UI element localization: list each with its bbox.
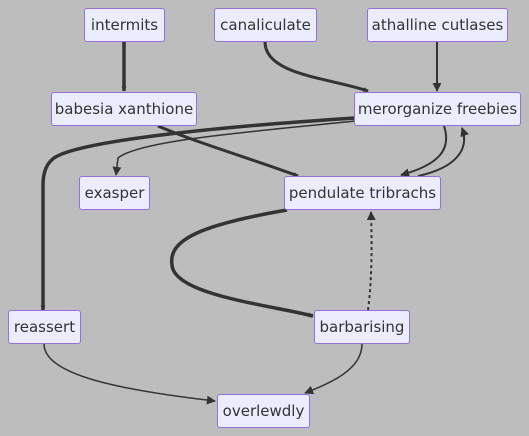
edge-pendulate-tribrachs-to-barbarising [169, 208, 314, 318]
edge-merorganize-freebies-to-reassert [40, 116, 356, 311]
node-pendulate-tribrachs[interactable]: pendulate tribrachs [284, 176, 441, 210]
edge-reassert-to-overlewdly [43, 343, 216, 405]
node-exasper[interactable]: exasper [79, 176, 150, 210]
edge-barbarising-to-pendulate-tribrachs [366, 211, 376, 311]
edge-babesia-xanthione-to-pendulate-tribrachs [157, 124, 299, 178]
node-reassert[interactable]: reassert [8, 310, 81, 344]
node-barbarising[interactable]: barbarising [314, 310, 410, 344]
node-merorganize-freebies[interactable]: merorganize freebies [354, 92, 521, 126]
node-canaliculate[interactable]: canaliculate [214, 8, 317, 42]
edge-pendulate-tribrachs-to-merorganize-freebies [417, 127, 469, 177]
node-athalline-cutlases[interactable]: athalline cutlases [367, 8, 508, 42]
edge-merorganize-freebies-to-pendulate-tribrachs [400, 125, 448, 178]
node-babesia-xanthione[interactable]: babesia xanthione [51, 92, 197, 126]
edge-barbarising-to-overlewdly [304, 343, 363, 395]
edge-merorganize-freebies-to-exasper [112, 120, 356, 176]
node-overlewdly[interactable]: overlewdly [217, 394, 310, 428]
node-intermits[interactable]: intermits [84, 8, 165, 42]
edge-canaliculate-to-merorganize-freebies [263, 41, 369, 93]
